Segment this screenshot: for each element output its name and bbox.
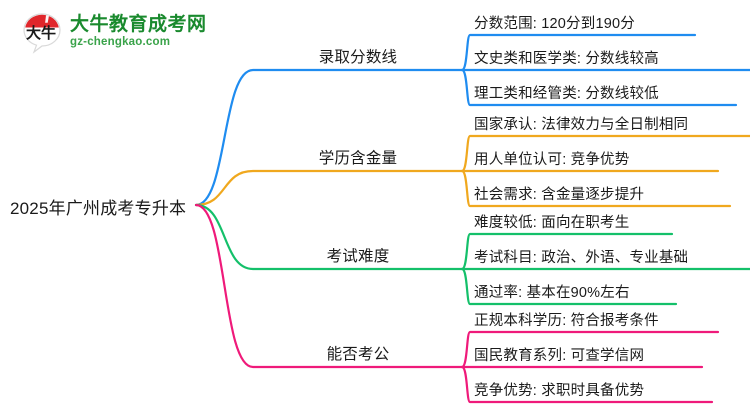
svg-text:大牛: 大牛 [26,24,56,42]
branch-label: 学历含金量 [318,150,398,167]
logo-subtitle: gz-chengkao.com [70,36,171,49]
mindmap-link [460,134,750,173]
logo-title: 大牛教育成考网 [70,14,207,36]
site-logo: 大牛 大牛教育成考网 gz-chengkao.com [20,6,206,58]
mindmap-link [460,267,678,306]
mindmap-link [194,68,464,207]
mindmap-links [194,33,750,404]
leaf-label: 社会需求: 含金量逐步提升 [474,187,645,203]
leaf-label: 通过率: 基本在90%左右 [474,285,630,301]
logo-text: 大牛教育成考网 gz-chengkao.com [70,15,207,49]
mindmap-link [460,232,674,271]
mindmap-link [194,203,464,369]
branch-label: 录取分数线 [318,49,398,66]
leaf-label: 难度较低: 面向在职考生 [474,215,630,231]
leaf-label: 理工类和经管类: 分数线较低 [474,86,659,102]
logo-mark-icon: 大牛 [20,9,64,55]
mindmap-link [460,330,720,369]
mindmap-link [460,365,714,404]
leaf-label: 考试科目: 政治、外语、专业基础 [474,250,689,266]
leaf-label: 用人单位认可: 竞争优势 [474,152,630,168]
leaf-label: 国家承认: 法律效力与全日制相同 [474,117,689,133]
mindmap-link [460,33,697,72]
branch-label: 能否考公 [326,346,390,363]
branch-label: 考试难度 [326,248,390,265]
mindmap-link [194,203,464,271]
leaf-label: 分数范围: 120分到190分 [474,16,635,32]
leaf-label: 文史类和医学类: 分数线较高 [474,51,659,67]
mindmap-link [194,169,464,207]
leaf-label: 国民教育系列: 可查学信网 [474,348,645,364]
leaf-label: 正规本科学历: 符合报考条件 [474,313,659,329]
mindmap-link [460,169,732,208]
mindmap-link [460,68,738,107]
leaf-label: 竞争优势: 求职时具备优势 [474,383,645,399]
root-label: 2025年广州成考专升本 [10,199,187,218]
